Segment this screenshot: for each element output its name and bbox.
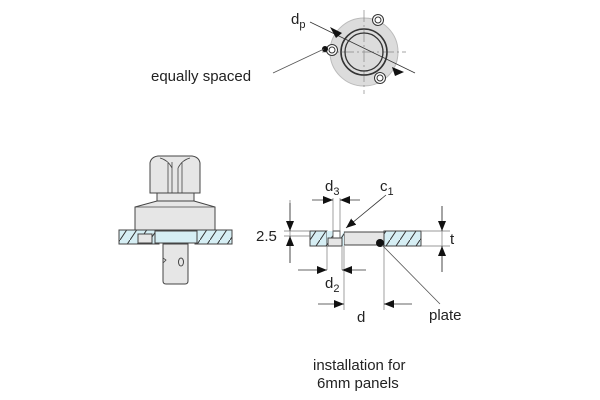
plate-label: plate [429, 307, 462, 324]
knob-cap [149, 155, 201, 194]
pin-recess [327, 237, 343, 247]
panel-insert [154, 230, 198, 244]
section-plate-left [309, 230, 328, 247]
knob-side-view [118, 155, 233, 285]
panel-plate-right [194, 229, 233, 245]
caption-line-1: installation for [313, 357, 406, 374]
shaft-hole [178, 257, 184, 267]
dp-dimension-line [309, 21, 416, 74]
t-label: t [450, 231, 455, 248]
equally-spaced-label: equally spaced [151, 68, 251, 85]
dp-arrow-right [392, 67, 404, 76]
pin-pocket [137, 233, 153, 244]
leader-dot [322, 46, 328, 52]
d3-label: d3 [325, 178, 339, 198]
dim-2-5-label: 2.5 [256, 228, 277, 245]
equally-spaced-leader [272, 48, 325, 74]
dp-label: dp [291, 11, 305, 31]
hole-top [372, 14, 384, 26]
knob-shaft [162, 243, 189, 285]
d2-label: d2 [325, 275, 339, 295]
hole-left [322, 44, 338, 56]
c1-label: c1 [380, 178, 394, 198]
outer-ring [340, 28, 388, 76]
top-view: dp equally spaced [151, 10, 416, 94]
inner-ring [344, 32, 384, 72]
d-label: d [357, 309, 365, 326]
hole-bottom [374, 72, 386, 84]
caption-line-2: 6mm panels [317, 375, 399, 392]
section-view: d3 c1 2.5 t d2 d plate [256, 178, 462, 326]
knob-neck [156, 192, 195, 202]
dp-arrow-left [330, 27, 342, 38]
section-plate-right [383, 230, 422, 247]
knob-flange [134, 200, 216, 231]
